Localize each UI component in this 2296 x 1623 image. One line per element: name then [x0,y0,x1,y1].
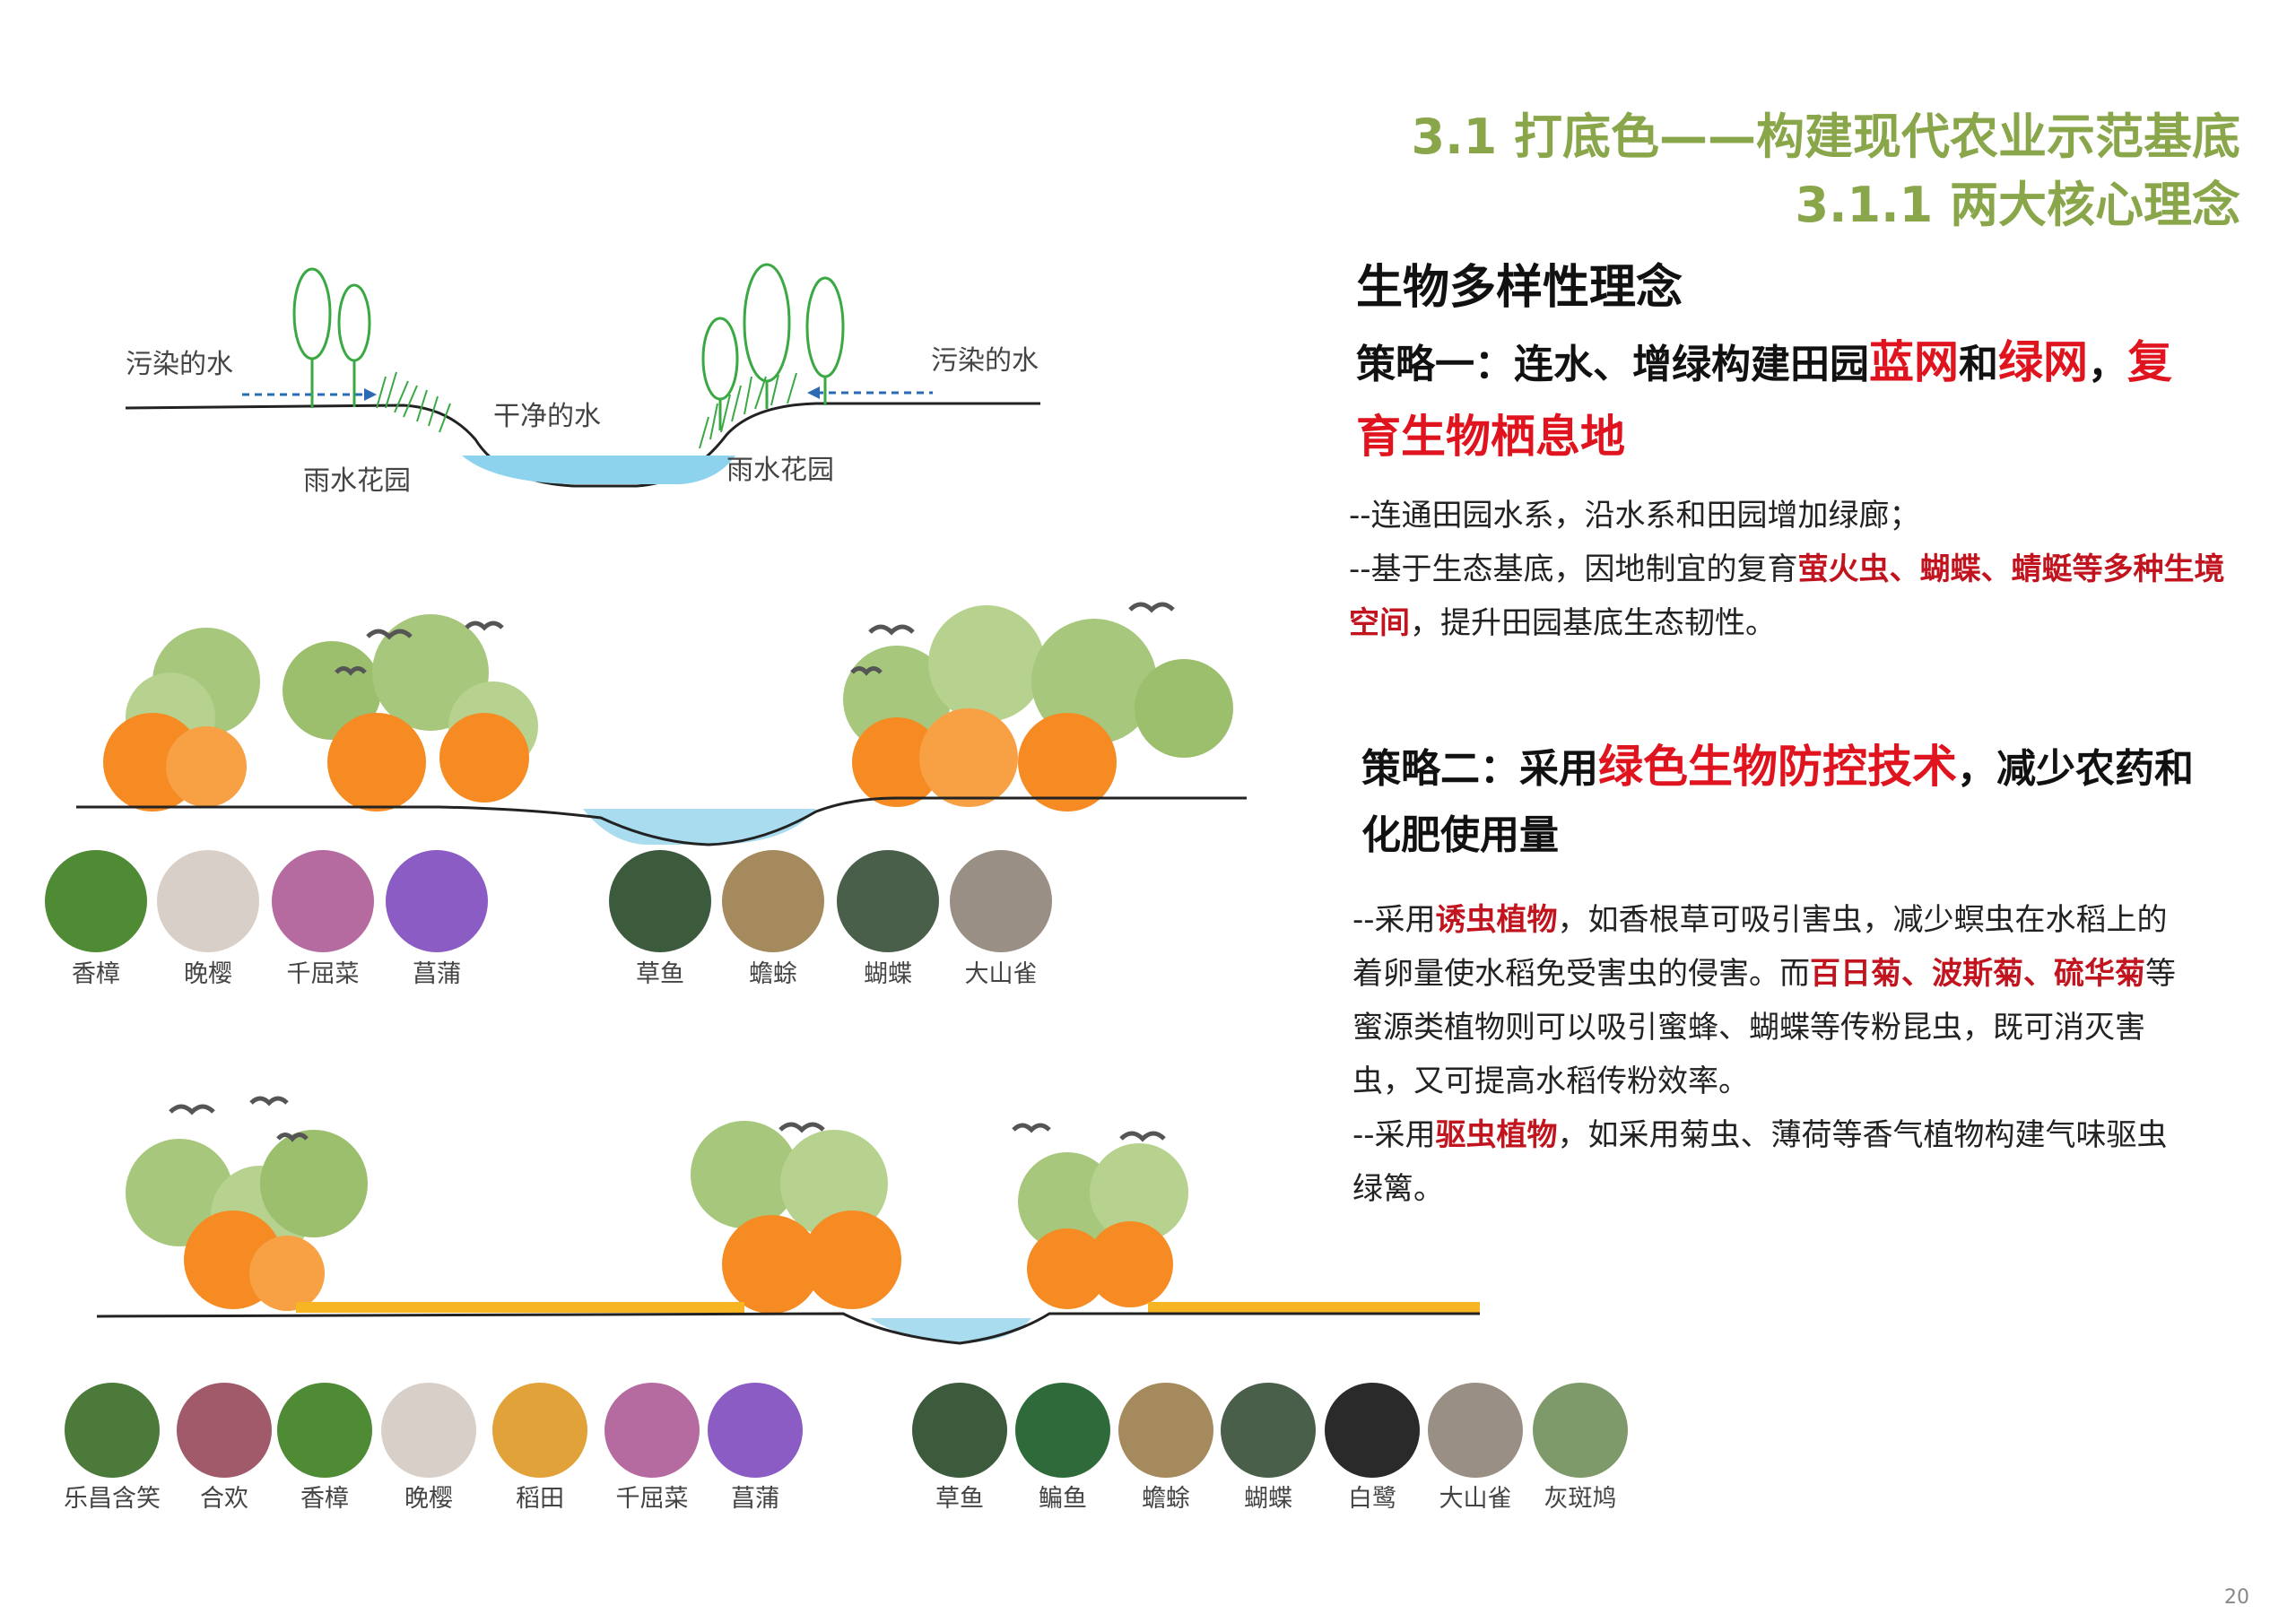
rain-garden-diagram: 污染的水 污染的水 干净的水 雨水花园 雨水花园 [125,263,1040,497]
blossom-photo-icon [381,1383,476,1478]
plant-label: 合欢 [200,1485,248,1513]
dove-photo-icon [1533,1383,1628,1478]
trees-left [126,1130,368,1311]
animal-label: 草鱼 [935,1485,984,1513]
strategy-1-text: --连通田园水系，沿水系和田园增加绿廊； --基于生态基底，因地制宜的复育萤火虫… [1349,489,2228,650]
butterfly-photo-icon [1221,1383,1316,1478]
bird-photo-icon [950,850,1052,952]
grass-left [376,371,451,433]
animal-label: 白鹭 [1348,1485,1396,1513]
plant-label: 香樟 [72,960,120,988]
trees-middle [691,1121,901,1314]
strategy-2-text: --采用诱虫植物，如香根草可吸引害虫，减少螟虫在水稻上的着卵量使水稻免受害虫的侵… [1352,893,2178,1216]
animal-icons [609,850,1052,952]
arrowhead-icon [364,388,377,401]
tree-photo-icon [45,850,147,952]
page-number: 20 [2224,1586,2249,1609]
arrowhead-icon [807,386,820,399]
toad-photo-icon [1118,1383,1213,1478]
strategy-1-line-2: --基于生态基底，因地制宜的复育萤火虫、蝴蝶、蜻蜓等多种生境空间，提升田园基底生… [1349,551,2225,641]
plant-label: 菖蒲 [413,960,461,988]
butterfly-photo-icon [837,850,939,952]
strategy-1-title: 策略一：连水、增绿构建田园蓝网和绿网，复育生物栖息地 [1356,336,2172,463]
trees-left [103,614,538,812]
bird-photo-icon [1428,1383,1523,1478]
plant-label: 千屈菜 [616,1485,689,1513]
animal-icons [912,1383,1628,1478]
plant-icons [65,1383,803,1478]
egret-photo-icon [1325,1383,1420,1478]
animal-label: 蟾蜍 [749,960,797,988]
animal-label: 草鱼 [636,960,684,988]
animal-label: 蝴蝶 [864,960,912,988]
ground-profile [125,402,1040,488]
plant-label: 晚樱 [184,960,232,988]
tree-photo-icon [277,1383,372,1478]
bird-icons [169,1096,1166,1142]
trees-right [843,605,1233,812]
animal-label: 大山雀 [965,960,1038,988]
clean-water-basin [462,456,735,484]
fish-photo-icon [912,1383,1007,1478]
concept-title: 生物多样性理念 [1356,261,1683,315]
label-rain-garden-left: 雨水花园 [303,465,411,497]
bird-icons [335,602,1175,676]
strategy-2-title: 策略二：采用绿色生物防控技术，减少农药和化肥使用量 [1361,741,2194,858]
ground-profile [96,1312,1480,1345]
plant-label: 乐昌含笑 [64,1485,161,1513]
flower-photo-icon [272,850,374,952]
trees-right [1018,1143,1188,1309]
label-polluted-water-left: 污染的水 [126,349,233,380]
section-title: 3.1 打底色——构建现代农业示范基底 [1411,108,2240,165]
plant-label: 稻田 [516,1485,564,1513]
plant-label: 千屈菜 [287,960,360,988]
fish-photo-icon [609,850,711,952]
plant-icons [45,850,488,952]
species-row-2: 乐昌含笑 合欢 香樟 晚樱 稻田 千屈菜 菖蒲 草鱼 鳊鱼 蟾蜍 蝴蝶 白鹭 大… [64,1383,1628,1513]
iris-photo-icon [386,850,488,952]
rice-field-photo-icon [492,1383,587,1478]
label-polluted-water-right: 污染的水 [931,345,1039,377]
label-clean-water: 干净的水 [493,401,601,432]
label-rain-garden-right: 雨水花园 [726,455,834,486]
tree-photo-icon [65,1383,160,1478]
strategy-2-paragraph-2: --采用驱虫植物，如采用菊虫、薄荷等香气植物构建气味驱虫绿篱。 [1352,1117,2168,1207]
ground-profile [76,796,1247,846]
animal-label: 灰斑鸠 [1544,1485,1617,1513]
grass-right [699,372,797,449]
iris-photo-icon [708,1383,803,1478]
strategy-1-line-1: --连通田园水系，沿水系和田园增加绿廊； [1349,498,1920,534]
flower-photo-icon [604,1383,700,1478]
rice-field-right [1148,1302,1480,1313]
plant-label: 晚樱 [404,1485,453,1513]
animal-label: 蝴蝶 [1244,1485,1292,1513]
animal-label: 鳊鱼 [1039,1485,1087,1513]
toad-photo-icon [722,850,824,952]
species-row-1: 香樟 晚樱 千屈菜 菖蒲 草鱼 蟾蜍 蝴蝶 大山雀 [45,850,1052,988]
fish-photo-icon [1015,1383,1110,1478]
tree-outlines [292,263,845,430]
stream-water [870,1318,1031,1343]
animal-label: 大山雀 [1439,1485,1512,1513]
plant-label: 香樟 [300,1485,349,1513]
stream-water [583,809,816,845]
rice-field-left [296,1302,744,1313]
habitat-section-2 [96,1096,1480,1345]
habitat-section-1 [76,602,1247,846]
silk-tree-photo-icon [177,1383,272,1478]
blossom-photo-icon [157,850,259,952]
strategy-2-paragraph-1: --采用诱虫植物，如香根草可吸引害虫，减少螟虫在水稻上的着卵量使水稻免受害虫的侵… [1352,902,2176,1099]
plant-label: 菖蒲 [731,1485,779,1513]
subsection-title: 3.1.1 两大核心理念 [1795,177,2240,233]
animal-label: 蟾蜍 [1142,1485,1190,1513]
